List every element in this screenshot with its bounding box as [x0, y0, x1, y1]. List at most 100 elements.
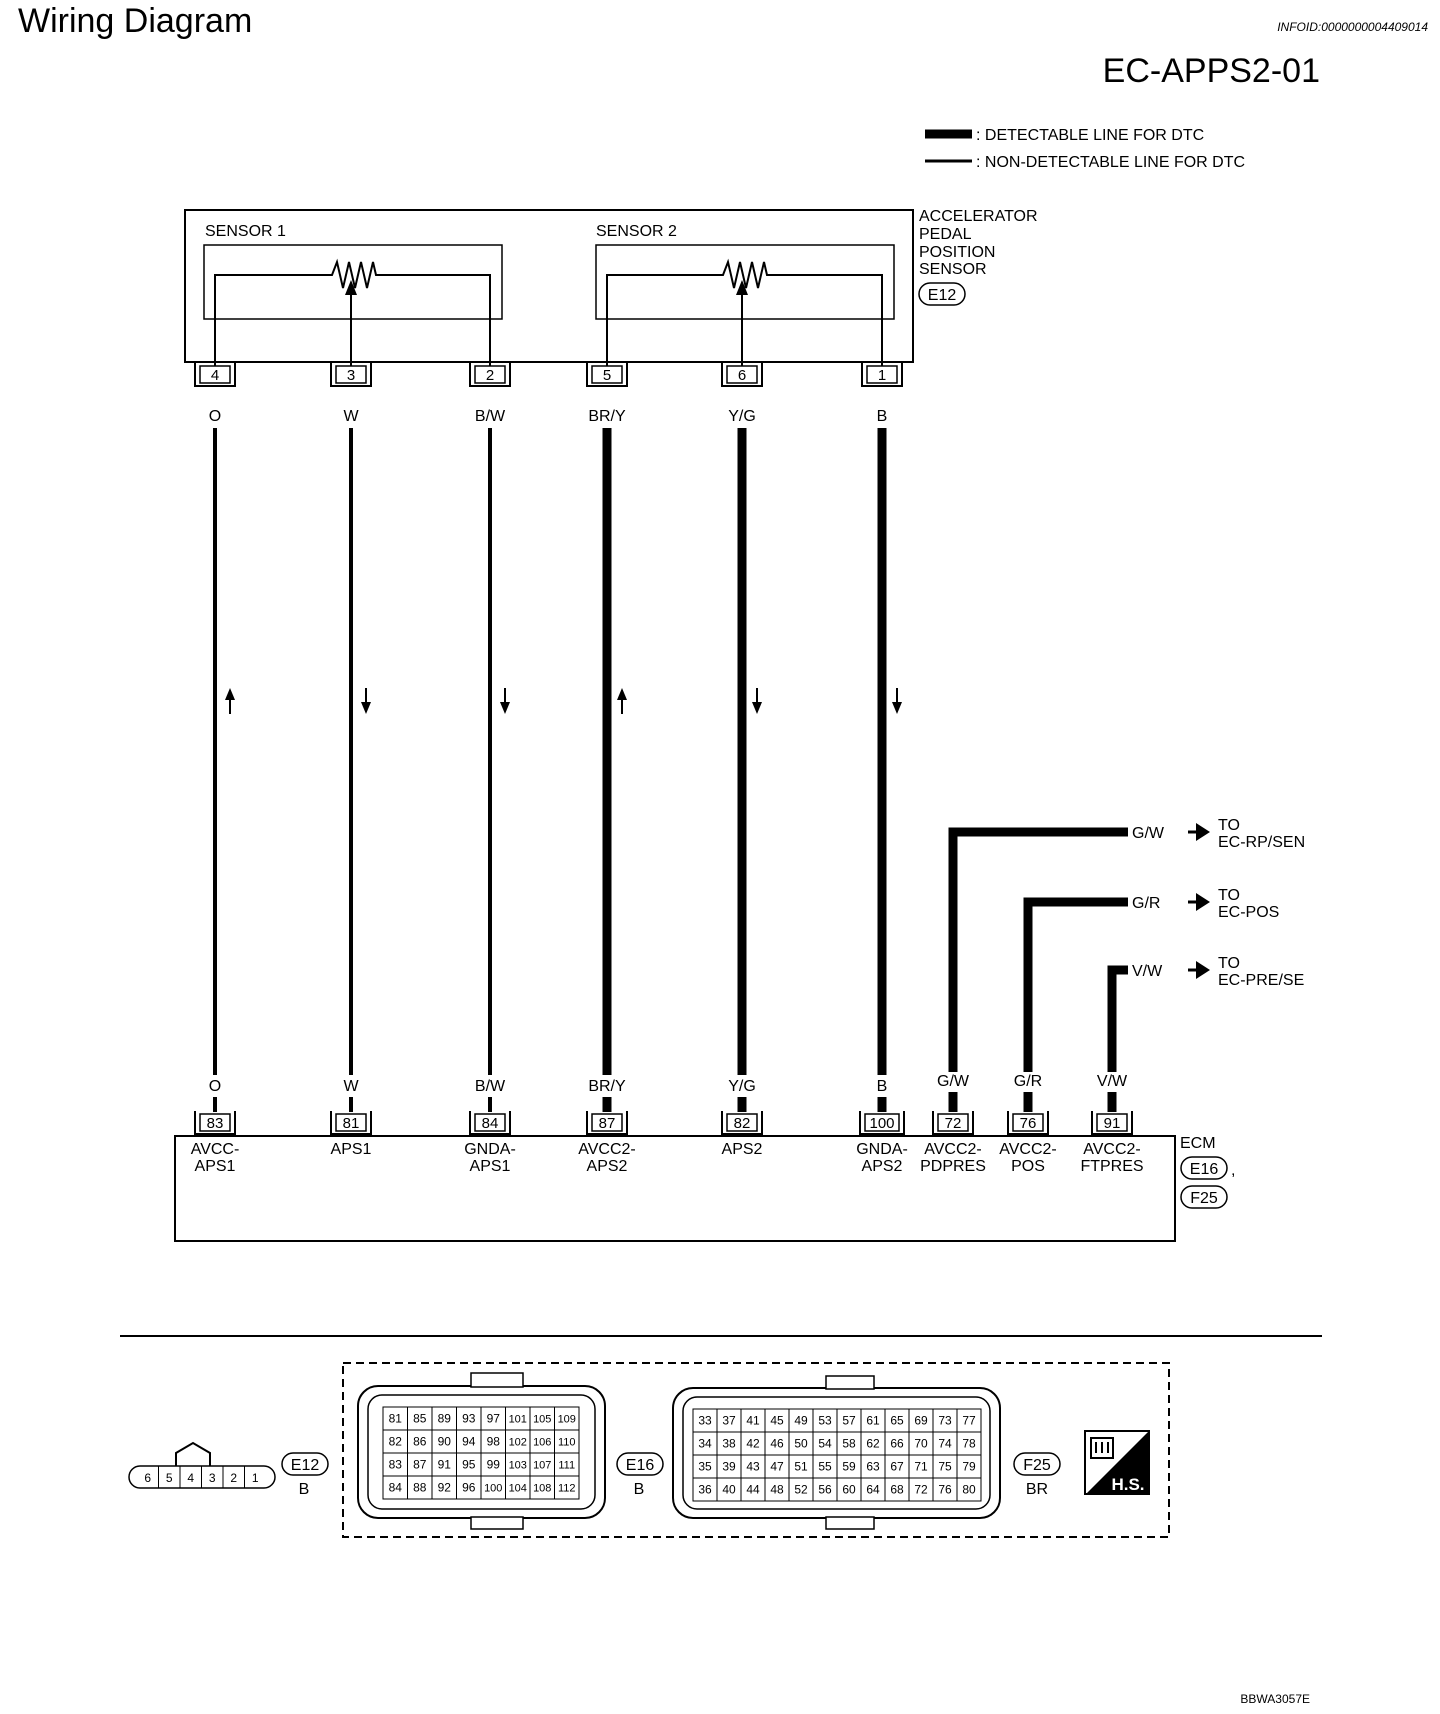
- pin-number: 67: [890, 1460, 904, 1474]
- pin-number: 53: [818, 1414, 832, 1428]
- ecm-pin-bracket: [721, 1111, 763, 1135]
- ecm-pin-box: [864, 1113, 900, 1132]
- pin-number: 110: [558, 1437, 576, 1449]
- ecm-terminal-name: AVCC-: [191, 1141, 240, 1158]
- pin-number: 101: [509, 1414, 527, 1426]
- ecm-terminal-name: AVCC2-: [999, 1141, 1057, 1158]
- pin-number: 52: [794, 1483, 808, 1497]
- accelerator-pedal-position-sensor: SENSOR 1 SENSOR 2 ACCELERATOR PEDAL POSI…: [184, 208, 1038, 368]
- pin-number: 85: [413, 1412, 427, 1426]
- sensor-housing: [184, 209, 914, 363]
- ecm-pin-bracket: [859, 1111, 905, 1135]
- branch-destination: TO: [1218, 887, 1240, 904]
- harness-side-symbol: H.S.: [1084, 1430, 1150, 1495]
- pin-number: 47: [770, 1460, 784, 1474]
- ecm-pin: 83: [207, 1115, 224, 1132]
- ecm-pin-bracket: [194, 1111, 236, 1135]
- sensor-pin-box: [335, 365, 367, 384]
- ecm-terminal-name: APS2: [587, 1158, 628, 1175]
- ecm-pin: 100: [869, 1115, 894, 1132]
- signal-direction-down-arrow: [361, 702, 371, 714]
- branch-wire-color: G/W: [1132, 825, 1165, 842]
- sensor1-wiper-arrow: [345, 280, 357, 295]
- pin-number: 81: [389, 1412, 403, 1426]
- ecm-box: [174, 1135, 1176, 1242]
- footer-code: BBWA3057E: [1240, 1692, 1310, 1706]
- signal-direction-down-arrow: [500, 702, 510, 714]
- ecm-pin: 91: [1104, 1115, 1121, 1132]
- ecm-pin: 82: [734, 1115, 751, 1132]
- ecm-terminal-name: AVCC2-: [1083, 1141, 1141, 1158]
- sensor2-box: [595, 244, 895, 320]
- branch-destination: TO: [1218, 817, 1240, 834]
- pin-number: 42: [746, 1437, 760, 1451]
- pin-number: 33: [698, 1414, 712, 1428]
- pin-number: 90: [438, 1435, 452, 1449]
- wire-color-bottom: W: [343, 1078, 359, 1095]
- ecm-connector-f25: F25: [1190, 1190, 1218, 1207]
- pin-number: 38: [722, 1437, 736, 1451]
- sensor-pin: 4: [211, 367, 219, 384]
- ecm-connector-badge-e16: [1180, 1156, 1228, 1180]
- ecm-pin-bracket: [1007, 1111, 1049, 1135]
- e16-color: B: [634, 1481, 645, 1498]
- wire-color-top: O: [209, 408, 221, 425]
- pin-number: 62: [866, 1437, 880, 1451]
- pin-number: 83: [389, 1458, 403, 1472]
- signal-direction-down-arrow: [892, 702, 902, 714]
- sensor-name-line-4: SENSOR: [919, 261, 987, 278]
- pin-number: 71: [914, 1460, 928, 1474]
- branch-destination: EC-PRE/SE: [1218, 972, 1304, 989]
- ecm-terminal-name: APS2: [722, 1141, 763, 1158]
- e12-badge: [281, 1452, 329, 1476]
- pin-number: 54: [818, 1437, 832, 1451]
- wire-color-top: B/W: [475, 408, 506, 425]
- pin-number: 61: [866, 1414, 880, 1428]
- ecm-terminal-name: PDPRES: [920, 1158, 986, 1175]
- pin-number: 46: [770, 1437, 784, 1451]
- ecm-terminal-name: AVCC2-: [924, 1141, 982, 1158]
- pin-number: 45: [770, 1414, 784, 1428]
- pin-number: 105: [533, 1414, 551, 1426]
- wire-color-bottom: B: [877, 1078, 888, 1095]
- page-title: Wiring Diagram: [18, 2, 252, 40]
- wire-color-top: Y/G: [728, 408, 756, 425]
- e16-badge: [616, 1452, 664, 1476]
- pin-number: 59: [842, 1460, 856, 1474]
- pin-number: 103: [509, 1460, 527, 1472]
- hs-connector-icon: [1090, 1437, 1114, 1459]
- pin-number: 37: [722, 1414, 736, 1428]
- ecm-terminal-name: GNDA-: [856, 1141, 908, 1158]
- pin-number: 98: [487, 1435, 501, 1449]
- pin-number: 88: [413, 1481, 427, 1495]
- hs-label: H.S.: [1111, 1475, 1144, 1494]
- branch-right-arrow: [1196, 961, 1210, 979]
- branch-wire-line: [1107, 965, 1128, 1072]
- pin-number: 76: [938, 1483, 952, 1497]
- ecm-pin-box: [937, 1113, 969, 1132]
- sensor-pin-bracket: [586, 363, 628, 387]
- pin-number: 80: [962, 1483, 976, 1497]
- pin-number: 57: [842, 1414, 856, 1428]
- ecm-terminal-name: APS2: [862, 1158, 903, 1175]
- branch-destination: EC-POS: [1218, 904, 1279, 921]
- pin-number: 109: [558, 1414, 576, 1426]
- ecm-pin: 72: [945, 1115, 962, 1132]
- info-id: INFOID:0000000004409014: [1277, 20, 1428, 34]
- pin-cell: [554, 1475, 580, 1500]
- pin-number: 6: [144, 1471, 151, 1485]
- wires: 4OO83AVCC-APS13WW81APS12B/WB/W84GNDA-APS…: [191, 363, 908, 1175]
- ecm-connector-badge-f25: [1180, 1185, 1228, 1209]
- pin-number: 89: [438, 1412, 452, 1426]
- ecm: ECM E16 , F25: [174, 1135, 1235, 1242]
- pin-number: 92: [438, 1481, 452, 1495]
- pin-number: 5: [166, 1471, 173, 1485]
- pin-number: 87: [413, 1458, 427, 1472]
